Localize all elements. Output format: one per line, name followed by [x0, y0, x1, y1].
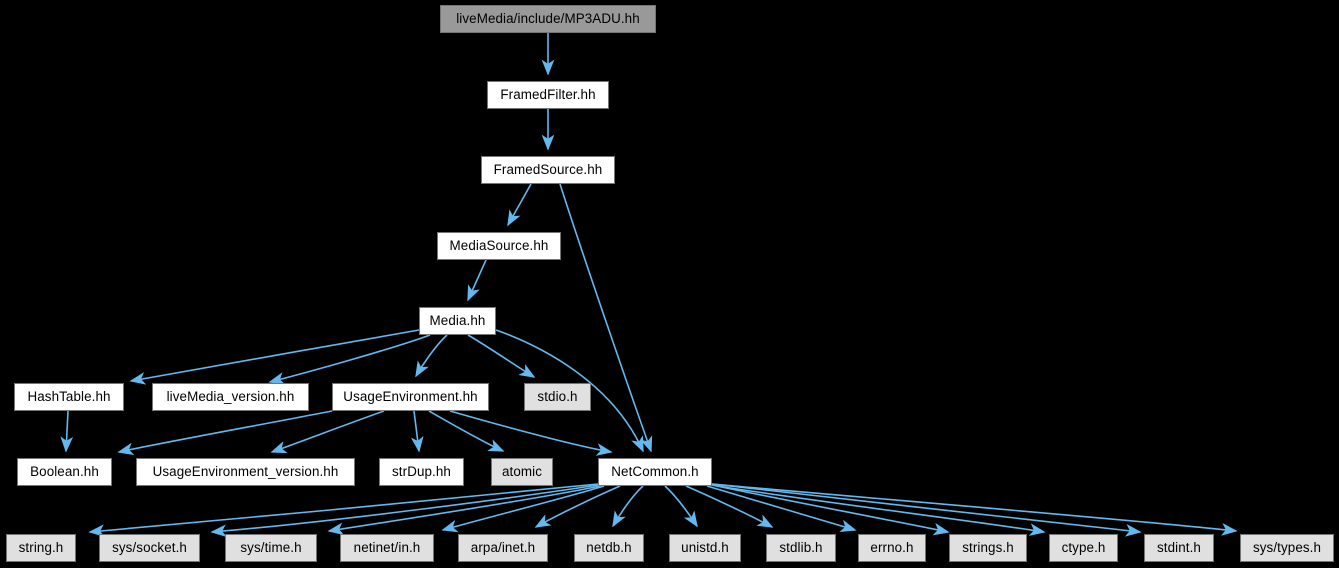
graph-edge — [210, 484, 599, 538]
graph-node-errno[interactable]: errno.h — [858, 534, 926, 562]
graph-node-label: liveMedia/include/MP3ADU.hh — [456, 11, 640, 27]
graph-edge — [270, 410, 385, 454]
graph-node-netdb[interactable]: netdb.h — [574, 534, 644, 562]
graph-node-label: stdio.h — [537, 389, 578, 405]
graph-node-stdio[interactable]: stdio.h — [524, 383, 591, 411]
graph-node-strdup[interactable]: strDup.hh — [379, 458, 464, 486]
graph-node-label: string.h — [18, 540, 64, 556]
graph-node-label: strings.h — [962, 540, 1014, 556]
graph-edge — [534, 485, 621, 528]
graph-node-framedfilter[interactable]: FramedFilter.hh — [487, 81, 609, 109]
graph-node-label: stdlib.h — [779, 540, 823, 556]
graph-edge — [559, 183, 653, 453]
graph-node-label: sys/socket.h — [112, 540, 187, 556]
graph-edge — [88, 483, 599, 538]
graph-node-lmversion[interactable]: liveMedia_version.hh — [152, 383, 309, 411]
graph-edge — [507, 183, 532, 227]
graph-node-label: strDup.hh — [392, 464, 451, 480]
graph-node-uevversion[interactable]: UsageEnvironment_version.hh — [136, 458, 355, 486]
graph-node-label: netdb.h — [586, 540, 632, 556]
graph-edge — [467, 259, 487, 302]
graph-node-boolean[interactable]: Boolean.hh — [17, 458, 112, 486]
graph-node-systime[interactable]: sys/time.h — [225, 534, 317, 562]
graph-edge — [664, 485, 698, 528]
graph-node-atomic[interactable]: atomic — [491, 458, 553, 486]
graph-edge — [428, 410, 505, 452]
graph-node-label: atomic — [501, 464, 543, 480]
graph-edge — [129, 329, 420, 385]
graph-edge — [327, 485, 601, 536]
graph-node-label: unistd.h — [681, 540, 729, 556]
graph-edge — [711, 484, 950, 536]
graph-node-label: sys/types.h — [1252, 540, 1322, 556]
graph-node-ctype[interactable]: ctype.h — [1049, 534, 1118, 562]
graph-node-stdint[interactable]: stdint.h — [1144, 534, 1214, 562]
graph-node-netinetin[interactable]: netinet/in.h — [340, 534, 434, 562]
graph-node-label: sys/time.h — [240, 540, 302, 556]
graph-edge — [60, 410, 74, 453]
graph-node-arpainet[interactable]: arpa/inet.h — [458, 534, 548, 562]
graph-node-label: liveMedia_version.hh — [166, 389, 295, 405]
graph-node-usageenv[interactable]: UsageEnvironment.hh — [332, 383, 489, 411]
graph-node-label: ctype.h — [1061, 540, 1106, 556]
graph-node-label: FramedSource.hh — [493, 162, 603, 178]
graph-node-hashtable[interactable]: HashTable.hh — [14, 383, 124, 411]
graph-node-mp3adu[interactable]: liveMedia/include/MP3ADU.hh — [440, 5, 656, 33]
graph-node-label: NetCommon.h — [611, 464, 699, 480]
graph-node-label: UsageEnvironment_version.hh — [152, 464, 339, 480]
graph-node-label: Media.hh — [429, 313, 486, 329]
graph-node-media[interactable]: Media.hh — [419, 307, 496, 335]
graph-edge — [685, 485, 774, 528]
graph-edge — [268, 334, 431, 385]
graph-node-stdlib[interactable]: stdlib.h — [766, 534, 836, 562]
graph-edge — [117, 410, 333, 456]
graph-node-label: HashTable.hh — [27, 389, 111, 405]
graph-node-label: stdint.h — [1157, 540, 1201, 556]
graph-node-netcommon[interactable]: NetCommon.h — [598, 458, 712, 486]
graph-edge — [495, 329, 644, 453]
graph-node-label: FramedFilter.hh — [500, 87, 596, 103]
graph-node-label: arpa/inet.h — [470, 540, 536, 556]
graph-node-systypes[interactable]: sys/types.h — [1240, 534, 1334, 562]
graph-node-syssocket[interactable]: sys/socket.h — [99, 534, 200, 562]
graph-node-strings[interactable]: strings.h — [949, 534, 1027, 562]
graph-edge — [706, 485, 857, 532]
graph-node-label: netinet/in.h — [353, 540, 421, 556]
graph-edge — [467, 334, 536, 378]
graph-edge — [441, 485, 605, 533]
graph-node-stringh[interactable]: string.h — [6, 534, 76, 562]
graph-node-label: errno.h — [870, 540, 914, 556]
graph-node-label: UsageEnvironment.hh — [343, 389, 478, 405]
graph-node-framedsource[interactable]: FramedSource.hh — [481, 156, 615, 184]
graph-edge — [410, 410, 424, 453]
graph-node-mediasource[interactable]: MediaSource.hh — [437, 232, 561, 260]
graph-node-label: MediaSource.hh — [449, 238, 549, 254]
graph-edge — [415, 334, 448, 378]
graph-edge — [711, 483, 1142, 537]
graph-edge — [711, 484, 1046, 536]
graph-edge — [612, 485, 644, 528]
graph-node-label: Boolean.hh — [30, 464, 99, 480]
graph-edge — [711, 483, 1238, 536]
graph-node-unistd[interactable]: unistd.h — [669, 534, 741, 562]
graph-edge — [449, 410, 613, 456]
